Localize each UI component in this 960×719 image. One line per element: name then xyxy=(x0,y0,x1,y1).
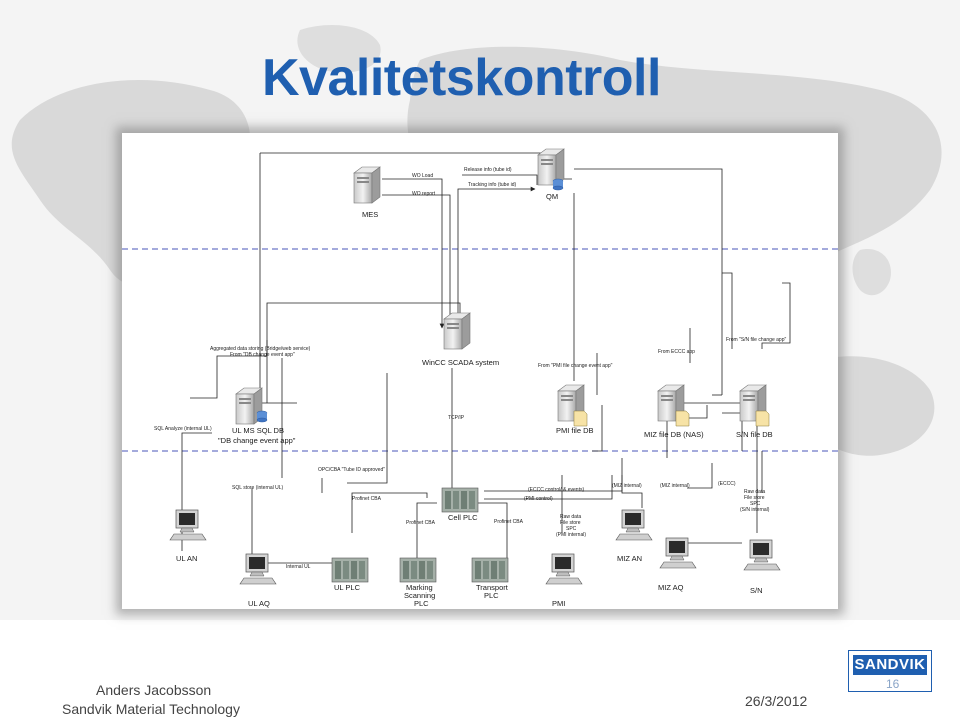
network-diagram: MES QM WinCC SCADA system UL MS SQL DB "… xyxy=(122,148,838,608)
ulms-label-2: "DB change event app" xyxy=(218,436,296,445)
raw-sn-label-2: File store xyxy=(744,495,765,501)
connections xyxy=(181,152,791,564)
ulms-label-1: UL MS SQL DB xyxy=(232,426,284,435)
miz-internal-1-label: (MIZ internal) xyxy=(612,483,642,489)
miz-db-server: MIZ file DB (NAS) xyxy=(644,384,704,439)
tracking-info-label: Tracking info (tube id) xyxy=(468,182,517,188)
opc-cba-label: OPC/CBA "Tube ID approved" xyxy=(318,467,385,473)
marking-label-1: Marking xyxy=(406,583,433,592)
profinet-cba-1-label: Profinet CBA xyxy=(352,496,382,502)
eccc-label: (ECCC) xyxy=(718,481,736,487)
pmi-label: PMI xyxy=(552,599,565,608)
ul-an-label: UL AN xyxy=(176,554,197,563)
raw-pmi-label-3: SPC xyxy=(566,526,577,532)
page-number: 16 xyxy=(886,677,900,691)
wincc-label: WinCC SCADA system xyxy=(422,358,499,367)
mes-server: MES xyxy=(353,166,381,219)
ul-plc: UL PLC xyxy=(331,557,369,592)
from-pmi-label: From "PMI file change event app" xyxy=(538,363,613,369)
marking-scanning-plc: Marking Scanning PLC xyxy=(399,557,437,608)
sn-pc: S/N xyxy=(743,539,781,595)
raw-sn-label-1: Raw data xyxy=(744,489,765,495)
raw-pmi-label-2: File store xyxy=(560,520,581,526)
slide-title: Kvalitetskontroll xyxy=(262,49,661,107)
mes-label: MES xyxy=(362,210,378,219)
cell-plc-label: Cell PLC xyxy=(448,513,478,522)
raw-pmi-label-4: (PMI internal) xyxy=(556,532,586,538)
profinet-cba-3-label: Profinet CBA xyxy=(494,519,524,525)
transport-label-1: Transport xyxy=(476,583,509,592)
ul-plc-label: UL PLC xyxy=(334,583,361,592)
wo-report-label: WO report xyxy=(412,191,436,197)
from-sn-label: From "S/N file change app" xyxy=(726,337,786,343)
ul-aq-pc: UL AQ xyxy=(239,553,277,608)
sandvik-logo: SANDVIK xyxy=(848,650,932,692)
ul-an-pc: UL AN xyxy=(169,509,207,563)
raw-pmi-label-1: Raw data xyxy=(560,514,581,520)
transport-plc: Transport PLC xyxy=(471,557,509,600)
aggregated-label-1: Aggregated data storing (Bridge/web serv… xyxy=(210,346,311,352)
pmi-db-server: PMI file DB xyxy=(556,384,594,435)
eccc-control-label: (ECCC control/ & events) xyxy=(528,487,584,493)
footer-author: Anders Jacobsson xyxy=(96,682,212,698)
raw-sn-label-3: SPC xyxy=(750,501,761,507)
marking-label-3: PLC xyxy=(414,599,429,608)
internal-ul-label: Internal UL xyxy=(286,564,311,570)
transport-label-2: PLC xyxy=(484,591,499,600)
sn-db-label: S/N file DB xyxy=(736,430,773,439)
tcpip-label: TCP/IP xyxy=(448,415,465,421)
sn-db-server: S/N file DB xyxy=(736,384,773,439)
pmi-control-label: (PMI control) xyxy=(524,496,553,502)
footer-date: 26/3/2012 xyxy=(745,693,808,709)
qm-server: QM xyxy=(537,148,565,201)
sn-label: S/N xyxy=(750,586,763,595)
edge-labels: WO Load WO report Release info (tube id)… xyxy=(154,167,786,570)
miz-an-pc: MIZ AN xyxy=(615,509,653,563)
diagram-frame: MES QM WinCC SCADA system UL MS SQL DB "… xyxy=(122,133,838,609)
from-eccc-label: From ECCC app xyxy=(658,349,695,355)
miz-aq-label: MIZ AQ xyxy=(658,583,684,592)
ul-aq-label: UL AQ xyxy=(248,599,270,608)
miz-an-label: MIZ AN xyxy=(617,554,642,563)
ulms-sql-server: UL MS SQL DB "DB change event app" xyxy=(218,387,296,445)
sql-store-label: SQL store (internal UL) xyxy=(232,485,284,491)
pmi-pc: PMI xyxy=(545,553,583,608)
sql-analyze-label: SQL Analyze (internal UL) xyxy=(154,426,212,432)
miz-internal-2-label: (MIZ internal) xyxy=(660,483,690,489)
footer-company: Sandvik Material Technology xyxy=(62,701,240,717)
qm-label: QM xyxy=(546,192,558,201)
release-info-label: Release info (tube id) xyxy=(464,167,512,173)
miz-aq-pc: MIZ AQ xyxy=(658,537,697,592)
marking-label-2: Scanning xyxy=(404,591,435,600)
sandvik-logo-text: SANDVIK xyxy=(853,655,927,675)
profinet-cba-2-label: Profinet CBA xyxy=(406,520,436,526)
pmi-db-label: PMI file DB xyxy=(556,426,594,435)
miz-db-label: MIZ file DB (NAS) xyxy=(644,430,704,439)
aggregated-label-2: From "DB change event app" xyxy=(230,352,295,358)
wo-load-label: WO Load xyxy=(412,173,433,179)
raw-sn-label-4: (S/N internal) xyxy=(740,507,770,513)
wincc-server: WinCC SCADA system xyxy=(422,312,499,367)
cell-plc: Cell PLC xyxy=(441,487,479,522)
